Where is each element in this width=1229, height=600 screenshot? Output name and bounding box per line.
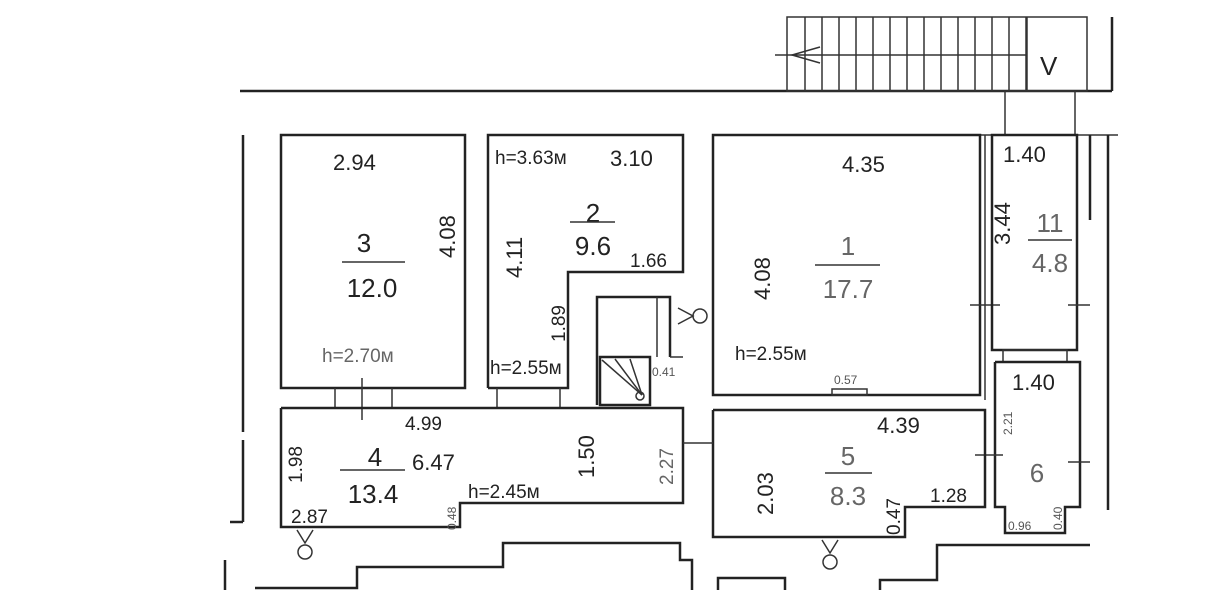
room-11-area: 4.8	[1032, 248, 1068, 278]
room-11: 1.40 3.44 11 4.8	[984, 133, 1090, 400]
staircase: V	[775, 16, 1088, 92]
room-1-height: h=2.55м	[735, 344, 807, 365]
door-icon	[296, 529, 314, 560]
room-2: h=3.63м 3.10 2 9.6 1.66 4.11 1.89 h=2.55…	[486, 133, 685, 408]
room-4-width: 4.99	[405, 414, 442, 435]
room-1-window-dim: 0.57	[834, 373, 858, 387]
room-3-height: h=2.70м	[322, 346, 394, 367]
room-6-length: 2.21	[1001, 411, 1015, 435]
door-icon	[821, 539, 839, 570]
room-6-width: 1.40	[1012, 370, 1055, 395]
room-4-dim-c: 0.48	[445, 506, 459, 530]
room-1-length: 4.08	[750, 257, 775, 300]
room-1: 4.35 4.08 1 17.7 h=2.55м 0.57	[711, 133, 1000, 397]
room-3-number: 3	[357, 228, 371, 258]
room-6-dim-b: 0.40	[1051, 506, 1065, 530]
room-5-area: 8.3	[830, 481, 866, 511]
stair-arrow-icon	[789, 46, 821, 64]
room-4-height: h=2.45м	[468, 482, 540, 503]
room-5: 4.39 2.03 5 8.3 1.28 0.47	[711, 408, 987, 570]
room-11-number: 11	[1037, 208, 1064, 238]
room-4-area: 13.4	[348, 479, 399, 509]
spiral-stair: 0.41	[595, 295, 708, 407]
room-6-number: 6	[1030, 458, 1044, 488]
room-6: 1.40 2.21 6 0.96 0.40	[975, 360, 1090, 535]
room-3-width: 2.94	[333, 150, 376, 175]
room-4-dim-d: 1.50	[574, 435, 599, 478]
room-5-length: 2.03	[753, 472, 778, 515]
room-2-height-top: h=3.63м	[495, 148, 567, 169]
room-1-area: 17.7	[823, 274, 874, 304]
room-2-length: 4.11	[502, 237, 527, 278]
room-3-area: 12.0	[347, 273, 398, 303]
room-5-number: 5	[841, 441, 855, 471]
room-11-length: 3.44	[990, 202, 1015, 245]
room-5-dim-a: 1.28	[930, 486, 967, 507]
room-1-width: 4.35	[842, 152, 885, 177]
room-6-dim-a: 0.96	[1008, 519, 1032, 533]
room-4-dim-e: 2.27	[657, 448, 678, 485]
room-2-area: 9.6	[575, 231, 611, 261]
room-2-dim-b: 1.89	[549, 305, 570, 342]
stair-label: V	[1040, 51, 1058, 81]
room-1-number: 1	[841, 231, 855, 261]
room-2-number: 2	[586, 198, 600, 228]
room-4-number: 4	[368, 442, 382, 472]
room-3: 2.94 3 12.0 4.08 h=2.70м	[279, 133, 467, 420]
entry-door-icon	[677, 307, 708, 325]
room-11-width: 1.40	[1003, 142, 1046, 167]
room-4: 4.99 4 13.4 6.47 1.98 2.87 0.48 h=2.45м …	[279, 406, 713, 560]
room-3-length: 4.08	[435, 215, 460, 258]
room-2-dim-a: 1.66	[630, 251, 667, 272]
room-4-dim-b: 2.87	[291, 507, 328, 528]
room-4-dim-a: 1.98	[286, 446, 307, 483]
room-2-width: 3.10	[610, 146, 653, 171]
room-4-length: 6.47	[412, 450, 455, 475]
shaft-dim: 0.41	[652, 365, 676, 379]
room-2-height: h=2.55м	[490, 358, 562, 379]
room-5-dim-b: 0.47	[884, 498, 905, 535]
room-5-width: 4.39	[877, 413, 920, 438]
